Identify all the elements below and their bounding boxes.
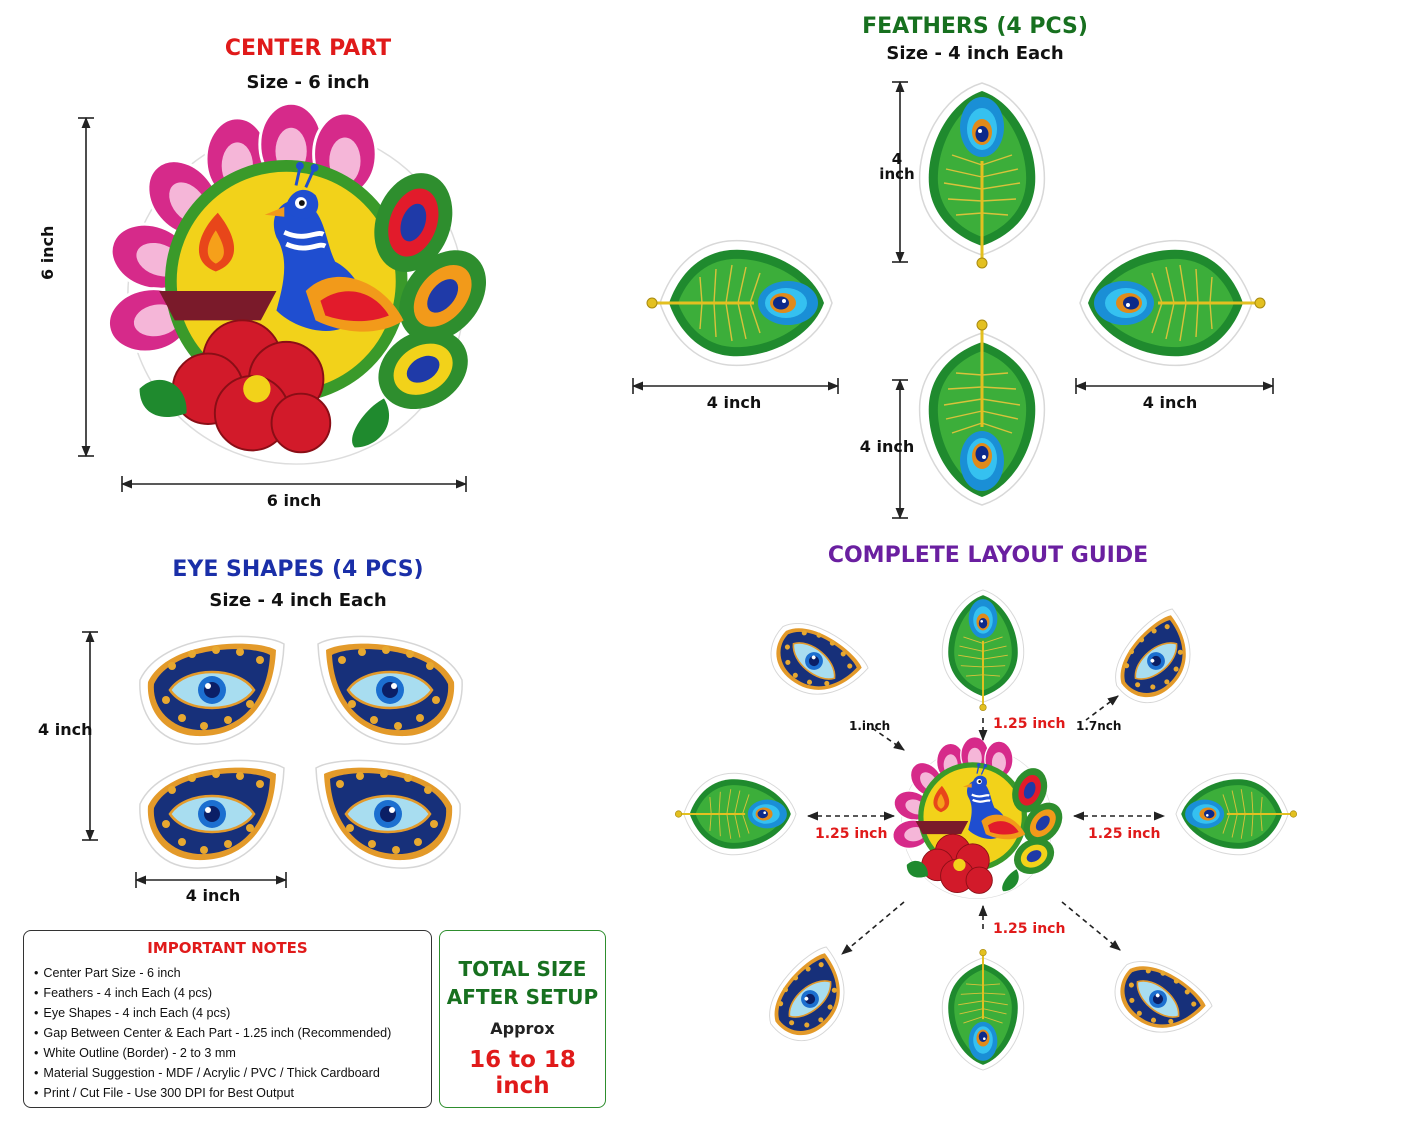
center-width-label: 6 inch [266, 491, 322, 510]
note-item: Material Suggestion - MDF / Acrylic / PV… [34, 1063, 391, 1083]
gap-label-right: 1.25 inch [1088, 826, 1161, 842]
total-size-value: 16 to 18 inch [469, 1047, 576, 1099]
feather-right-length-label: 4 inch [1142, 393, 1198, 412]
eye-shapes-artwork [138, 635, 464, 870]
note-item: Eye Shapes - 4 inch Each (4 pcs) [34, 1003, 391, 1023]
gap-label-diagonal-right: 1.7nch [1076, 719, 1122, 733]
total-size-line2: AFTER SETUP [446, 985, 599, 1009]
eye-shapes-subtitle: Size - 4 inch Each [209, 590, 387, 611]
center-part-subtitle: Size - 6 inch [246, 72, 370, 93]
gap-label-top: 1.25 inch [993, 716, 1066, 732]
layout-guide-title: COMPLETE LAYOUT GUIDE [827, 543, 1149, 568]
eye-width-label: 4 inch [185, 886, 241, 905]
feather-left-length-label: 4 inch [706, 393, 762, 412]
feather-top-length-label: 4 inch [879, 150, 915, 183]
important-notes-title: IMPORTANT NOTES [147, 939, 308, 957]
note-item: Feathers - 4 inch Each (4 pcs) [34, 983, 391, 1003]
feathers-title: FEATHERS (4 PCS) [862, 14, 1088, 39]
eye-height-label: 4 inch [38, 720, 93, 739]
layout-guide-artwork [674, 588, 1298, 1072]
gap-label-bottom: 1.25 inch [993, 921, 1066, 937]
feathers-artwork [645, 81, 1267, 507]
total-size-line1: TOTAL SIZE [458, 957, 587, 981]
important-notes-list: Center Part Size - 6 inch Feathers - 4 i… [34, 963, 391, 1103]
important-notes-box: IMPORTANT NOTES Center Part Size - 6 inc… [23, 930, 432, 1108]
note-item: Print / Cut File - Use 300 DPI for Best … [34, 1083, 391, 1103]
note-item: Center Part Size - 6 inch [34, 963, 391, 983]
note-item: White Outline (Border) - 2 to 3 mm [34, 1043, 391, 1063]
feathers-subtitle: Size - 4 inch Each [886, 43, 1064, 64]
center-part-artwork [102, 103, 504, 464]
center-height-label: 6 inch [38, 225, 57, 280]
total-size-approx: Approx [490, 1019, 555, 1038]
feather-bottom-length-label: 4 inch [859, 437, 915, 456]
gap-label-left: 1.25 inch [815, 826, 888, 842]
eye-shapes-title: EYE SHAPES (4 PCS) [172, 557, 424, 582]
gap-label-diagonal-left: 1.inch [849, 719, 891, 733]
total-size-box: TOTAL SIZE AFTER SETUP Approx 16 to 18 i… [439, 930, 606, 1108]
center-part-title: CENTER PART [224, 36, 392, 61]
note-item: Gap Between Center & Each Part - 1.25 in… [34, 1023, 391, 1043]
